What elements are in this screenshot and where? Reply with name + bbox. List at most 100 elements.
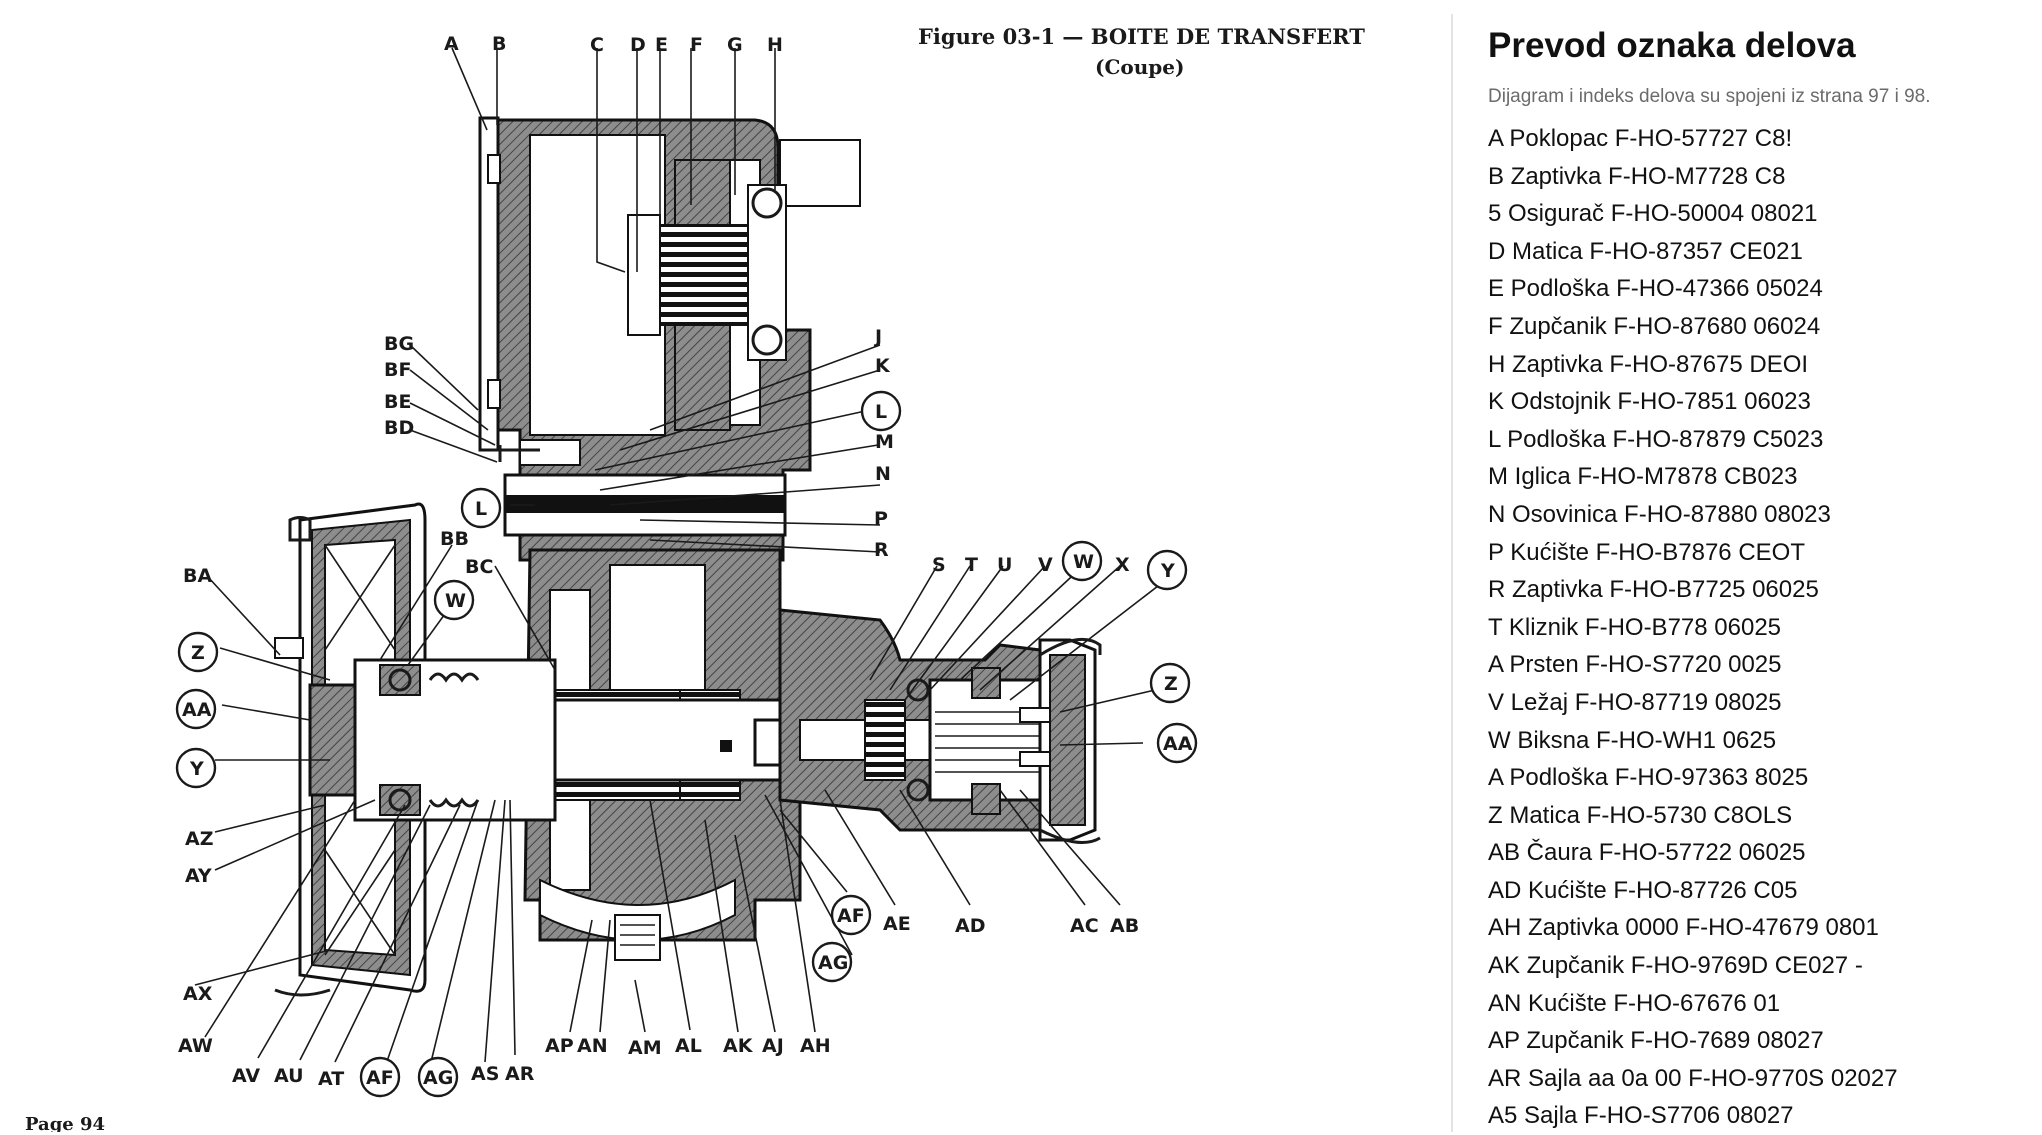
label-AY: AY [185, 865, 212, 887]
figure-caption-sub: (Coupe) [1095, 55, 1184, 79]
label-K: K [875, 355, 891, 377]
label-T: T [965, 554, 978, 576]
label-AK: AK [723, 1035, 754, 1057]
upper-gear [627, 159, 787, 431]
label-BB: BB [440, 528, 469, 550]
parts-list-item: AN Kućište F-HO-67676 01 [1488, 989, 1781, 1017]
label-AT: AT [318, 1068, 344, 1090]
label-AG-right: AG [818, 952, 848, 974]
label-Y-right: Y [1160, 560, 1175, 582]
parts-list-item: AP Zupčanik F-HO-7689 08027 [1488, 1027, 1824, 1055]
parts-list-item: Z Matica F-HO-5730 C8OLS [1488, 801, 1793, 829]
label-W: W [445, 590, 466, 612]
right-flange [1019, 637, 1102, 844]
label-AJ: AJ [762, 1035, 784, 1057]
right-output-housing [778, 608, 1052, 832]
label-L-left: L [475, 498, 487, 520]
parts-list-item: E Podloška F-HO-47366 05024 [1488, 275, 1823, 303]
parts-list-item: B Zaptivka F-HO-M7728 C8 [1488, 162, 1786, 190]
label-L: L [875, 401, 887, 423]
label-BE: BE [384, 391, 411, 413]
parts-list-item: AD Kućište F-HO-87726 C05 [1488, 876, 1798, 904]
label-AU: AU [274, 1065, 304, 1087]
transfer-box-cutaway-diagram: Figure 03-1 — BOITE DE TRANSFERT (Coupe)… [25, 24, 1365, 1132]
label-AX: AX [183, 983, 213, 1005]
left-hub [274, 637, 557, 822]
label-AN: AN [577, 1035, 608, 1057]
label-P: P [874, 508, 888, 530]
page-number: Page 94 [25, 1114, 105, 1132]
leader-lines [194, 47, 1159, 1068]
label-AC: AC [1070, 915, 1099, 937]
label-B: B [492, 33, 506, 55]
label-V: V [1038, 554, 1053, 576]
label-X: X [1115, 554, 1130, 576]
label-M: M [875, 431, 894, 453]
label-AE: AE [883, 913, 911, 935]
parts-list: A Poklopac F-HO-57727 C8! B Zaptivka F-H… [1488, 120, 2028, 1135]
label-AW: AW [178, 1035, 213, 1057]
label-AR: AR [505, 1063, 535, 1085]
label-AG: AG [423, 1067, 453, 1089]
label-J: J [873, 326, 882, 348]
parts-list-item: AB Čaura F-HO-57722 06025 [1488, 839, 1806, 867]
label-AZ: AZ [185, 828, 213, 850]
parts-list-item: K Odstojnik F-HO-7851 06023 [1488, 388, 1811, 416]
label-AA-right: AA [1163, 733, 1193, 755]
label-Y: Y [189, 758, 204, 780]
parts-list-item: V Ležaj F-HO-87719 08025 [1488, 688, 1782, 716]
part-labels: A B C D E F G H BG BF BE BD J K L M N P … [178, 33, 1193, 1090]
label-W-right: W [1073, 551, 1094, 573]
label-BF: BF [384, 359, 411, 381]
parts-list-item: AH Zaptivka 0000 F-HO-47679 0801 [1488, 914, 1879, 942]
label-F: F [690, 34, 703, 56]
parts-list-item: AR Sajla aa 0a 00 F-HO-9770S 02027 [1488, 1064, 1898, 1092]
parts-list-item: A5 Sajla F-HO-S7706 08027 [1488, 1102, 1794, 1130]
label-H: H [767, 34, 783, 56]
parts-list-item: N Osovinica F-HO-87880 08023 [1488, 500, 1831, 528]
label-BA: BA [183, 565, 212, 587]
label-R: R [874, 539, 889, 561]
label-AP: AP [545, 1035, 574, 1057]
parts-list-item: AK Zupčanik F-HO-9769D CE027 - [1488, 952, 1863, 980]
label-E: E [655, 34, 668, 56]
parts-list-item: P Kućište F-HO-B7876 CEOT [1488, 538, 1805, 566]
label-A: A [444, 33, 459, 55]
label-BD: BD [384, 417, 414, 439]
parts-list-item: D Matica F-HO-87357 CE021 [1488, 237, 1803, 265]
label-Z-right: Z [1164, 673, 1178, 695]
label-AL: AL [675, 1035, 702, 1057]
parts-list-item: L Podloška F-HO-87879 C5023 [1488, 425, 1824, 453]
label-AB: AB [1110, 915, 1139, 937]
parts-list-item: M Iglica F-HO-M7878 CB023 [1488, 463, 1798, 491]
parts-list-item: 5 Osigurač F-HO-50004 08021 [1488, 200, 1818, 228]
panel-title: Prevod oznaka delova [1488, 26, 1856, 65]
label-BC: BC [465, 556, 493, 578]
label-G: G [727, 34, 743, 56]
parts-list-item: A Prsten F-HO-S7720 0025 [1488, 651, 1782, 679]
parts-list-item: R Zaptivka F-HO-B7725 06025 [1488, 576, 1819, 604]
label-AF-right: AF [837, 905, 865, 927]
panel-subtitle: Dijagram i indeks delova su spojeni iz s… [1488, 86, 1931, 107]
label-circles [175, 390, 1198, 1098]
parts-list-item: H Zaptivka F-HO-87675 DEOI [1488, 350, 1809, 378]
label-AM: AM [628, 1037, 662, 1059]
label-AF: AF [366, 1067, 394, 1089]
label-AS: AS [471, 1063, 499, 1085]
idler-shaft [490, 439, 787, 537]
parts-translation-panel: Prevod oznaka delova Dijagram i indeks d… [1488, 0, 2028, 1135]
label-AV: AV [232, 1065, 260, 1087]
parts-list-item: T Kliznik F-HO-B778 06025 [1488, 613, 1782, 641]
label-C: C [590, 34, 604, 56]
label-Z: Z [191, 642, 205, 664]
label-AH: AH [800, 1035, 831, 1057]
figure-caption: Figure 03-1 — BOITE DE TRANSFERT [918, 24, 1365, 49]
label-BG: BG [384, 333, 414, 355]
parts-list-item: A Poklopac F-HO-57727 C8! [1488, 125, 1793, 152]
label-U: U [997, 554, 1012, 576]
label-N: N [875, 463, 891, 485]
panel-divider [1451, 14, 1453, 1132]
label-AD: AD [955, 915, 985, 937]
parts-list-item: W Biksna F-HO-WH1 0625 [1488, 726, 1777, 754]
parts-list-item: F Zupčanik F-HO-87680 06024 [1488, 312, 1821, 340]
